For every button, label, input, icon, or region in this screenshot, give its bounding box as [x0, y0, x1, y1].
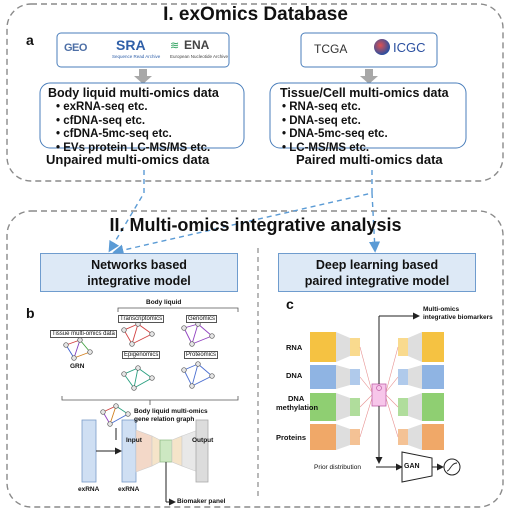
sra-logo: SRA: [116, 37, 146, 53]
exrna-input-block-1: [81, 419, 97, 483]
list-item: RNA-seq etc.: [282, 101, 388, 115]
biomarker-panel-label: Biomaker panel: [177, 498, 226, 505]
icgc-logo: ICGC: [393, 40, 426, 55]
tcga-logo: TCGA: [314, 42, 348, 56]
methylation-output-block: [422, 393, 444, 421]
left-gray-arrow: [134, 69, 152, 84]
exrna-label-1: exRNA: [78, 486, 100, 493]
list-item: cfDNA-5mc-seq etc.: [56, 128, 210, 142]
latent-layer-c: [371, 383, 387, 407]
epigenomics-label: Epigenomics: [122, 351, 161, 359]
icgc-globe-icon: [374, 39, 390, 55]
proteomics-label: Proteomics: [184, 351, 219, 359]
right-box-title: Tissue/Cell multi-omics data: [280, 86, 449, 100]
epigenomics-graph: [121, 365, 155, 391]
list-item: cfDNA-seq etc.: [56, 115, 210, 129]
left-box-list: exRNA-seq etc. cfDNA-seq etc. cfDNA-5mc-…: [56, 101, 210, 155]
panel-a-letter: a: [26, 32, 34, 48]
ena-logo: ENA: [184, 38, 210, 52]
proteins-label: Proteins: [276, 433, 307, 442]
sra-subtitle: Sequence Read Archive: [112, 54, 161, 59]
connector-right-right: [368, 192, 381, 253]
prior-distribution-label: Prior distribution: [314, 464, 361, 471]
exrna-label-2: exRNA: [118, 486, 140, 493]
protein-output-block: [422, 424, 444, 450]
right-logo-box: [300, 32, 438, 68]
genomics-graph: [181, 321, 215, 347]
right-caption: Paired multi-omics data: [296, 152, 443, 167]
transcriptomics-graph: [121, 321, 155, 347]
input-label: Input: [126, 437, 142, 444]
list-item: LC-MS/MS etc.: [282, 142, 388, 156]
section-2-title: II. Multi-omics integrative analysis: [109, 215, 402, 235]
networks-model-line-1: Networks based: [91, 257, 187, 272]
biomarkers-label-1: Multi-omics: [423, 306, 460, 313]
left-box-title: Body liquid multi-omics data: [48, 86, 219, 100]
methylation-label-1: DNA: [288, 394, 305, 403]
dna-input-block: [310, 365, 336, 389]
protein-input-block: [310, 424, 336, 450]
biomarkers-label-2: integrative biomarkers: [423, 314, 493, 321]
ena-logo-icon: ≋: [170, 40, 180, 52]
proteomics-graph: [181, 361, 215, 389]
tissue-label: Tissue multi-omics data: [50, 330, 117, 338]
methylation-label-2: methylation: [276, 403, 319, 412]
gan-block: [401, 451, 433, 483]
output-label: Output: [192, 437, 214, 444]
right-gray-arrow: [360, 69, 378, 84]
panel-b-letter: b: [26, 305, 35, 321]
deep-model-line-2: paired integrative model: [304, 273, 450, 288]
section-2-frame: [6, 210, 504, 508]
fusion-lines: [359, 346, 399, 438]
genomics-label: Genomics: [186, 315, 218, 323]
rna-label: RNA: [286, 343, 303, 352]
sigmoid-node: [443, 458, 461, 476]
list-item: EVs protein LC-MS/MS etc.: [56, 142, 210, 156]
relation-graph-label-1: Body liquid multi-omics: [134, 408, 208, 415]
ena-subtitle: European Nucleotide Archive: [170, 54, 229, 59]
section-1-title: I. exOmics Database: [163, 4, 348, 25]
deep-model-line-1: Deep learning based: [315, 257, 439, 272]
rna-input-block: [310, 332, 336, 362]
grn-label: GRN: [70, 363, 85, 370]
geo-logo: GEO: [64, 42, 87, 54]
relation-graph-label-2: gene relation graph: [134, 416, 195, 423]
list-item: DNA-seq etc.: [282, 115, 388, 129]
encoder-layer-2: [151, 435, 161, 467]
transcriptomics-label: Transcriptomics: [118, 315, 165, 323]
body-liquid-label: Body liquid: [146, 299, 182, 306]
section-1-frame: [6, 3, 504, 182]
gan-label: GAN: [404, 463, 420, 470]
left-logo-box: [56, 32, 230, 68]
methylation-input-block: [310, 393, 336, 421]
dna-output-block: [422, 365, 444, 389]
right-box-list: RNA-seq etc. DNA-seq etc. DNA-5mc-seq et…: [282, 101, 388, 156]
networks-model-line-2: integrative model: [87, 273, 191, 288]
exrna-input-block-2: [121, 419, 137, 483]
dna-label: DNA: [286, 371, 303, 380]
relation-graph: [100, 403, 131, 427]
connector-left-left: [108, 170, 145, 253]
left-caption: Unpaired multi-omics data: [46, 152, 210, 167]
list-item: DNA-5mc-seq etc.: [282, 128, 387, 142]
combine-bracket: [61, 396, 239, 401]
panel-c-letter: c: [286, 296, 294, 312]
tissue-network-graph: [63, 337, 93, 361]
latent-layer-b: [159, 439, 173, 463]
decoder-layer-1: [171, 435, 183, 467]
rna-output-block: [422, 332, 444, 362]
output-block: [195, 419, 209, 483]
list-item: exRNA-seq etc.: [56, 101, 210, 115]
body-liquid-bracket: [117, 307, 239, 312]
